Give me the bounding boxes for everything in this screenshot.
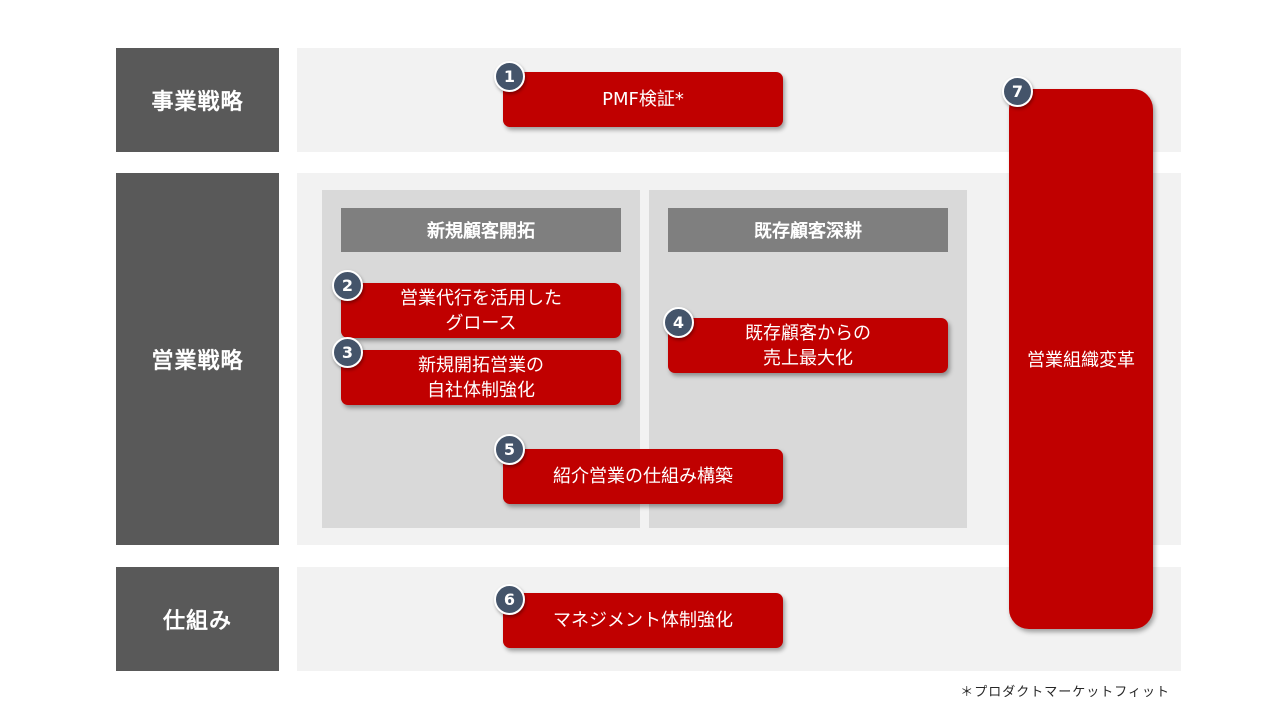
number-badge-5: 5 xyxy=(494,434,525,465)
item-text: 営業組織変革 xyxy=(1027,350,1135,371)
row-label-sales-strategy: 営業戦略 xyxy=(116,173,279,545)
item-pmf-verification: PMF検証* xyxy=(503,72,783,127)
number-badge-4: 4 xyxy=(663,307,694,338)
item-outsourced-sales-growth: 営業代行を活用した グロース xyxy=(341,283,621,338)
panel-header-new-customer: 新規顧客開拓 xyxy=(341,208,621,252)
item-text: 新規開拓営業の 自社体制強化 xyxy=(418,354,544,401)
item-text: 営業代行を活用した グロース xyxy=(400,287,562,334)
number-badge-2: 2 xyxy=(332,270,363,301)
item-text: PMF検証* xyxy=(602,89,684,110)
item-text: 既存顧客からの 売上最大化 xyxy=(745,322,871,369)
number-badge-3: 3 xyxy=(332,337,363,368)
panel-header-existing-customer: 既存顧客深耕 xyxy=(668,208,948,252)
item-sales-org-transformation: 営業組織変革 xyxy=(1009,89,1153,629)
item-referral-sales-system: 紹介営業の仕組み構築 xyxy=(503,449,783,504)
footnote: ＊プロダクトマーケットフィット xyxy=(960,685,1170,700)
number-badge-6: 6 xyxy=(494,584,525,615)
number-badge-7: 7 xyxy=(1002,76,1033,107)
item-text: マネジメント体制強化 xyxy=(553,610,733,631)
row-label-business-strategy: 事業戦略 xyxy=(116,48,279,152)
item-text: 紹介営業の仕組み構築 xyxy=(553,466,733,487)
item-management-system: マネジメント体制強化 xyxy=(503,593,783,648)
item-maximize-existing-revenue: 既存顧客からの 売上最大化 xyxy=(668,318,948,373)
number-badge-1: 1 xyxy=(494,61,525,92)
row-label-mechanism: 仕組み xyxy=(116,567,279,671)
item-inhouse-sales-strengthening: 新規開拓営業の 自社体制強化 xyxy=(341,350,621,405)
